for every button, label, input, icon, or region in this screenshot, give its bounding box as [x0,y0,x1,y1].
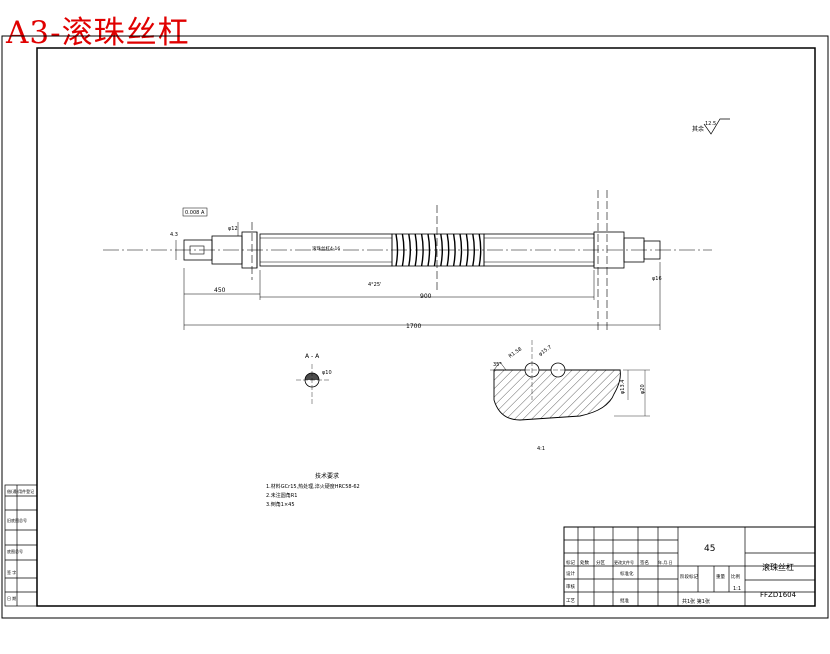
dim-phi16: φ16 [652,276,662,282]
svg-text:借(通)用件登记: 借(通)用件登记 [7,488,34,494]
left-strip [4,484,38,607]
thread-ridge [472,233,475,267]
thread-ridges [395,233,482,267]
section-aa-label: A - A [305,353,320,360]
datum-label: A [201,210,205,216]
section-markers [251,190,608,330]
part-name: 滚珠丝杠 [762,562,794,572]
dim-450: 450 [214,287,226,294]
left-strip-text: 借(通)用件登记 旧底图总号 底图总号 签 字 日 期 [7,488,34,601]
svg-text:签 字: 签 字 [7,569,16,575]
detail-dim-a: φ15.7 [538,344,553,357]
thread-ridge [427,233,431,267]
main-dim-text: 450 900 1700 4°25' 4.3 φ12 0.008 A φ16 滚… [170,210,662,330]
svg-text:年.月.日: 年.月.日 [658,559,673,565]
section-aa-dim: φ10 [322,370,332,376]
detail-dim-r: R1.58 [508,346,523,359]
title-block [563,526,816,607]
detail-view: R1.58 φ15.7 35° φ13.4 φ20 4:1 [490,340,650,452]
svg-text:工艺: 工艺 [566,598,575,604]
shaft-main-view [183,231,661,269]
svg-text:更改文件号: 更改文件号 [614,559,634,565]
main-dimensions [175,207,661,330]
thread-ridge [478,233,482,267]
thread-ridge [446,233,450,267]
svg-text:重量: 重量 [716,573,725,580]
inner-frame [36,47,816,607]
title-block-text: 45 滚珠丝杠 FFZD1604 标记 处数 分区 更改文件号 签名 年.月.日… [566,544,797,605]
thread-ridge [433,233,437,267]
tech-req-title: 技术要求 [315,472,339,480]
thread-ridge [395,233,399,267]
svg-text:旧底图总号: 旧底图总号 [7,517,27,523]
thread-ridge [465,233,469,267]
roughness-symbol: 其余 12.5 [692,118,730,135]
svg-text:共1张 第1张: 共1张 第1张 [682,598,710,605]
detail-dim-d: φ20 [640,384,646,394]
svg-text:日 期: 日 期 [7,595,16,601]
svg-text:1:1: 1:1 [733,586,741,592]
thread-ridge [459,233,463,267]
svg-text:批准: 批准 [620,597,629,604]
dim-900: 900 [420,293,432,300]
svg-text:设计: 设计 [566,570,575,577]
technical-requirements: 技术要求 1.材料GCr15,热处理,淬火硬度HRC58-62 2.未注圆角R1… [266,472,360,508]
detail-dim-c: φ13.4 [620,380,626,394]
dim-1700: 1700 [406,323,421,330]
thread-ridge [414,233,418,267]
svg-text:签名: 签名 [640,559,649,566]
svg-text:标准化: 标准化 [620,570,634,577]
svg-text:分区: 分区 [596,559,605,566]
svg-text:底图总号: 底图总号 [7,548,23,554]
svg-text:审核: 审核 [566,583,575,590]
dim-4-3: 4.3 [170,232,178,238]
tech-req-item-2: 2.未注圆角R1 [266,492,297,499]
outer-frame [1,35,829,619]
detail-scale: 4:1 [537,446,545,452]
thread-ridge [420,233,424,267]
svg-text:阶段标记: 阶段标记 [680,573,698,580]
svg-text:处数: 处数 [580,559,589,566]
right-end-journal [643,240,661,260]
drawing-number: FFZD1604 [760,591,797,599]
material: 45 [704,544,715,554]
tolerance-frame: 0.008 [185,210,199,216]
thread-ridge [401,233,405,267]
drawing-title: A3-滚珠丝杠 [6,15,190,51]
dim-helix-angle: 4°25' [368,282,381,288]
thread-label: 滚珠丝杠4-16 [312,245,340,252]
svg-text:12.5: 12.5 [705,121,716,127]
detail-angle: 35° [493,362,502,368]
tech-req-item-3: 3.倒角1×45 [266,501,295,508]
tech-req-item-1: 1.材料GCr15,热处理,淬火硬度HRC58-62 [266,483,360,490]
svg-text:标记: 标记 [566,559,575,566]
section-aa: A - A φ10 [296,353,332,404]
thread-ridge [440,233,443,267]
svg-text:比例: 比例 [731,573,740,580]
dim-phi12: φ12 [228,226,238,232]
svg-text:其余: 其余 [692,125,704,133]
thread-ridge [452,233,456,267]
thread-ridge [408,233,411,267]
